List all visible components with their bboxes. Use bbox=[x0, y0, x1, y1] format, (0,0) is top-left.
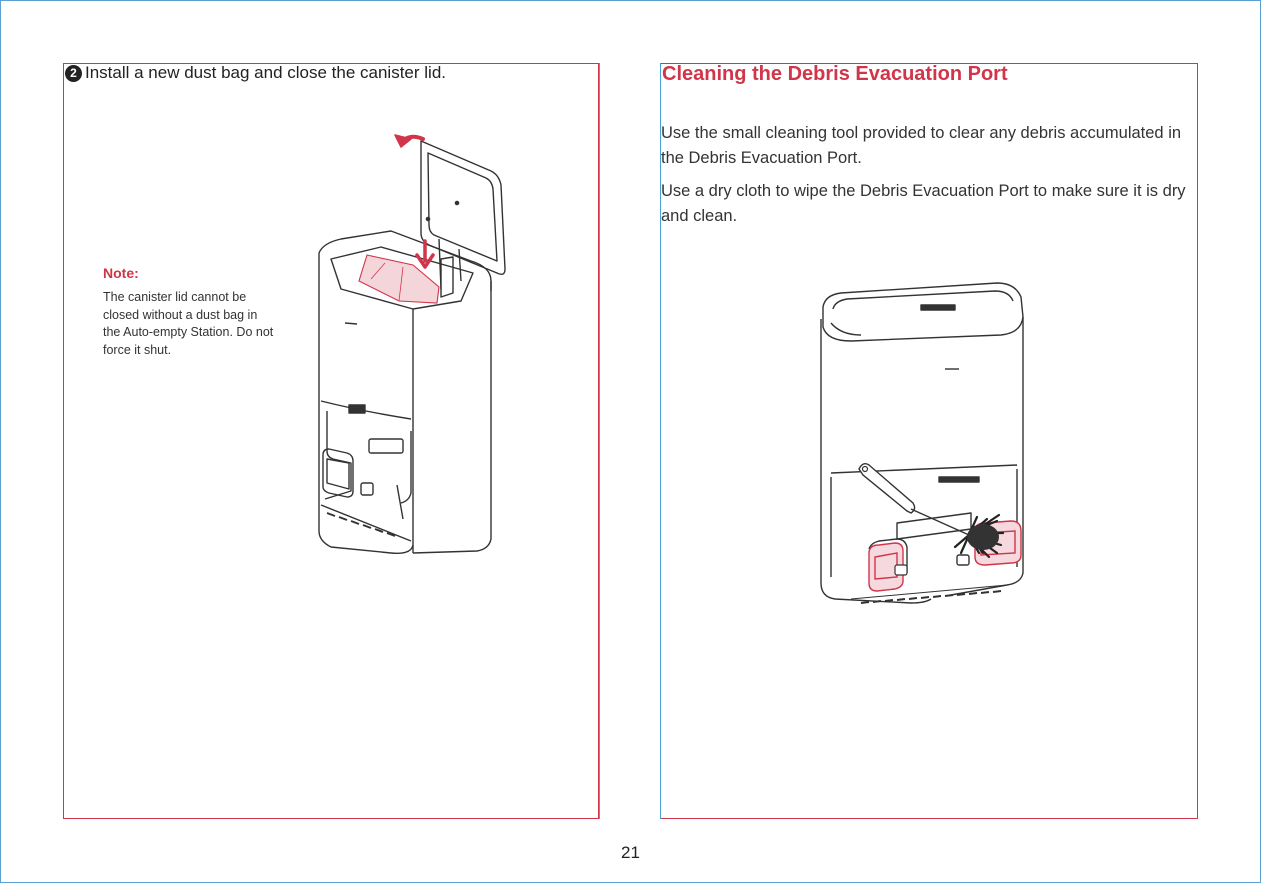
station-cleaning-port-illustration bbox=[820, 282, 1024, 604]
paragraph-clean-tool: Use the small cleaning tool provided to … bbox=[661, 124, 1182, 167]
section-title: Cleaning the Debris Evacuation Port bbox=[662, 63, 1008, 85]
step-number-badge: 2 bbox=[65, 65, 82, 82]
gutter-guide-right bbox=[660, 63, 661, 819]
gutter-guide-left bbox=[599, 63, 600, 819]
note-title: Note: bbox=[103, 265, 139, 281]
note-text: The canister lid cannot be closed withou… bbox=[103, 290, 274, 357]
left-column-frame bbox=[63, 63, 599, 819]
cleaning-brush-icon bbox=[858, 462, 1005, 559]
station-open-lid-illustration bbox=[318, 134, 506, 555]
step-text: Install a new dust bag and close the can… bbox=[85, 63, 446, 82]
paragraph-dry-cloth: Use a dry cloth to wipe the Debris Evacu… bbox=[661, 182, 1186, 225]
page-number: 21 bbox=[621, 843, 640, 862]
